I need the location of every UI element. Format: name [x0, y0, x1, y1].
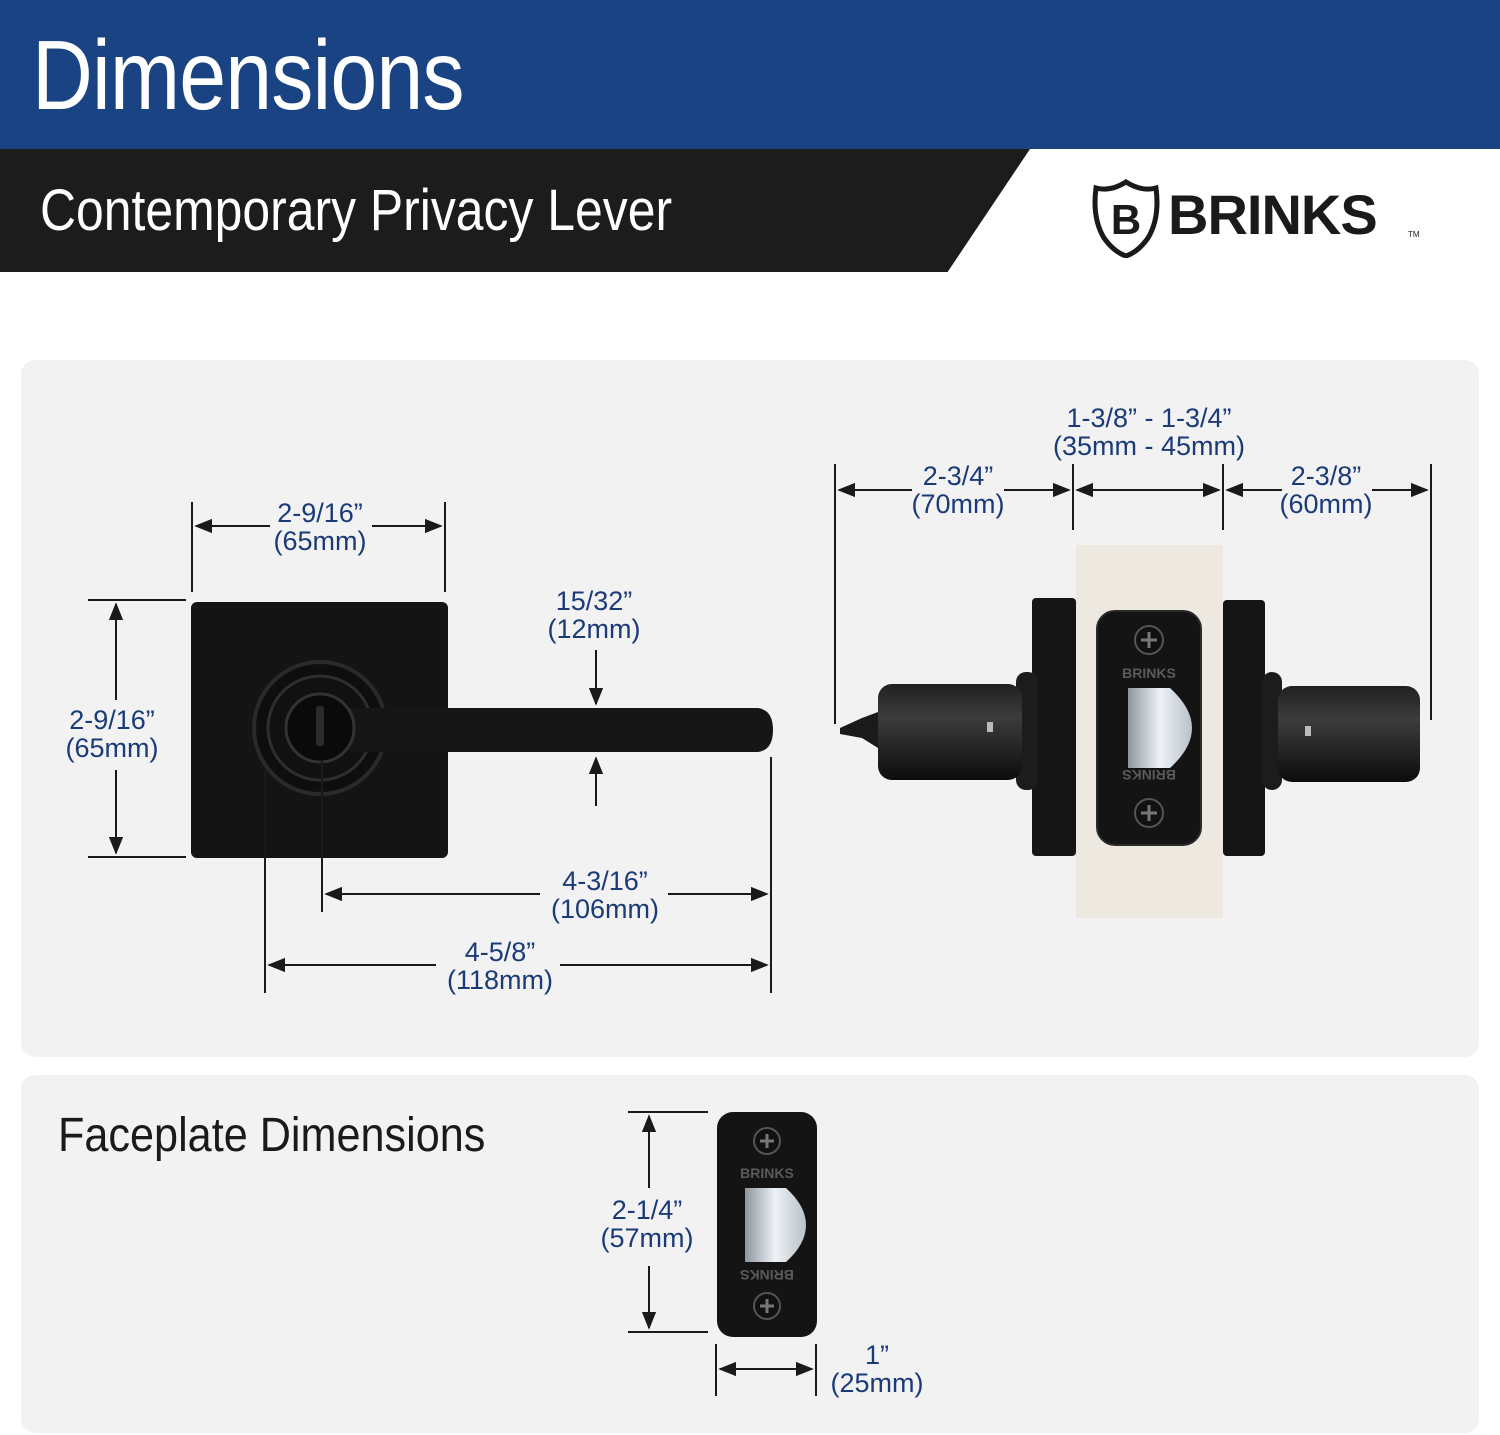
rose-width-label: 2-9/16”(65mm): [273, 498, 367, 556]
privacy-pin: [840, 712, 878, 748]
right-lever-neck: [1278, 686, 1420, 782]
door-thickness-label: 1-3/8” - 1-3/4”(35mm - 45mm): [1052, 403, 1246, 461]
plate-brand-text: BRINKS: [740, 1165, 794, 1181]
left-projection-label: 2-3/4”(70mm): [911, 461, 1005, 519]
faceplate-height-label: 2-1/4”(57mm): [600, 1195, 694, 1253]
brinks-shield-icon: B: [1092, 179, 1160, 259]
faceplate-width-label: 1”(25mm): [830, 1340, 924, 1398]
screw-icon: [753, 1292, 781, 1320]
rose-height-label: 2-9/16”(65mm): [65, 705, 159, 763]
faceplate-drawing: BRINKS BRINKS: [717, 1112, 817, 1337]
plate-brand-text: BRINKS: [740, 1267, 794, 1283]
lever-side-view: BRINKS BRINKS: [840, 545, 1420, 918]
svg-text:B: B: [1111, 196, 1141, 243]
lever-handle: [336, 708, 773, 752]
brand-name: BRINKS: [1168, 183, 1378, 246]
right-rose: [1223, 600, 1265, 856]
right-projection-label: 2-3/8”(60mm): [1279, 461, 1373, 519]
left-lever-neck: [878, 684, 1022, 780]
front-dimension-lines: [88, 502, 772, 993]
left-rose: [1032, 598, 1076, 856]
side-latch-bolt: [1128, 688, 1192, 768]
screw-icon: [753, 1127, 781, 1155]
product-name: Contemporary Privacy Lever: [40, 178, 673, 243]
brinks-logo: B BRINKS TM: [1090, 178, 1420, 259]
lever-front-view: [191, 602, 773, 858]
screw-icon: [1134, 625, 1164, 655]
plate-brand-text: BRINKS: [1122, 767, 1176, 783]
faceplate-dimension-lines: [628, 1111, 817, 1396]
screw-icon: [1134, 798, 1164, 828]
lever-length-center-label: 4-3/16”(106mm): [550, 866, 660, 924]
product-banner: Contemporary Privacy Lever: [0, 149, 1030, 272]
privacy-turn: [316, 706, 324, 746]
plate-brand-text: BRINKS: [1122, 665, 1176, 681]
faceplate-title: Faceplate Dimensions: [58, 1109, 486, 1162]
lever-length-total-label: 4-5/8”(118mm): [446, 937, 554, 995]
trademark: TM: [1408, 230, 1420, 239]
side-dimension-lines: [834, 464, 1432, 724]
header-banner: Dimensions: [0, 0, 1500, 149]
page-title: Dimensions: [32, 20, 465, 130]
lever-thickness-label: 15/32”(12mm): [547, 586, 641, 644]
faceplate-latch-bolt: [745, 1188, 806, 1262]
